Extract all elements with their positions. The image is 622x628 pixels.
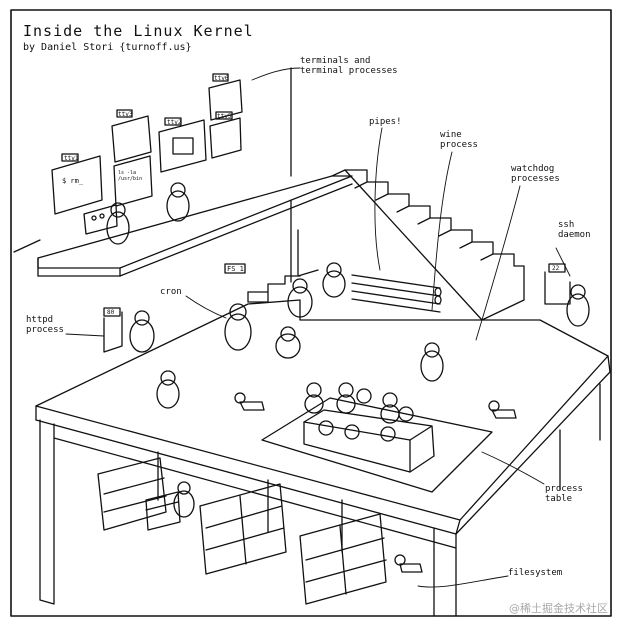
sign-tty-mid: tty3 xyxy=(118,111,133,118)
sign-tty-left: tty1 xyxy=(64,155,79,162)
penguin-ssh xyxy=(566,284,590,327)
comic-title: Inside the Linux Kernel xyxy=(23,22,254,40)
label-leaders xyxy=(65,67,571,588)
penguin-stairs xyxy=(287,262,346,318)
penguin-processes xyxy=(106,182,590,518)
penguin-watchdog xyxy=(420,342,444,382)
filesystem-cabinets xyxy=(97,457,387,605)
label-cron: cron xyxy=(160,287,182,297)
penguin-cron xyxy=(224,303,252,351)
pipes xyxy=(351,274,442,313)
label-terminals: terminals and terminal processes xyxy=(300,56,398,76)
screen-left: $ rm_ xyxy=(62,177,84,185)
label-process-table: process table xyxy=(545,484,583,504)
label-wine: wine process xyxy=(440,130,478,150)
label-httpd: httpd process xyxy=(26,315,64,335)
screen-middle: ls -la /usr/bin xyxy=(118,170,143,182)
main-floor xyxy=(35,299,611,535)
penguin-wine xyxy=(275,326,301,359)
penguin-filesystem xyxy=(173,481,195,518)
support-columns xyxy=(39,383,601,617)
label-pipes: pipes! xyxy=(369,117,402,127)
staircase xyxy=(331,169,525,321)
label-watchdog: watchdog processes xyxy=(511,164,560,184)
penguin-terminal-operator xyxy=(106,202,130,245)
doors xyxy=(103,229,571,353)
upper-platform xyxy=(37,175,353,277)
sign-door-ssh: 22 xyxy=(552,265,560,272)
sign-tty-top: tty2 xyxy=(167,119,182,126)
watchdog-dogs xyxy=(234,392,517,573)
process-table-area xyxy=(261,397,493,493)
small-stairs xyxy=(247,275,301,303)
penguin-httpd xyxy=(129,310,155,353)
sign-tty-far: tty5 xyxy=(217,113,232,120)
watermark: @稀土掘金技术社区 xyxy=(509,602,608,615)
sign-tty-right: tty6 xyxy=(214,75,229,82)
terminal-screens xyxy=(51,73,243,235)
penguin-wanderer xyxy=(156,370,180,409)
back-wall xyxy=(13,67,292,283)
comic-byline: by Daniel Stori {turnoff.us} xyxy=(23,42,192,53)
sign-door-cron: FS 1 xyxy=(227,265,244,273)
comic-frame xyxy=(10,9,612,617)
label-filesystem: filesystem xyxy=(508,568,563,578)
label-ssh: ssh daemon xyxy=(558,220,591,240)
penguin-upper-deck xyxy=(166,182,190,222)
penguin-table-group xyxy=(304,382,414,442)
sign-door-httpd: 80 xyxy=(107,309,115,316)
